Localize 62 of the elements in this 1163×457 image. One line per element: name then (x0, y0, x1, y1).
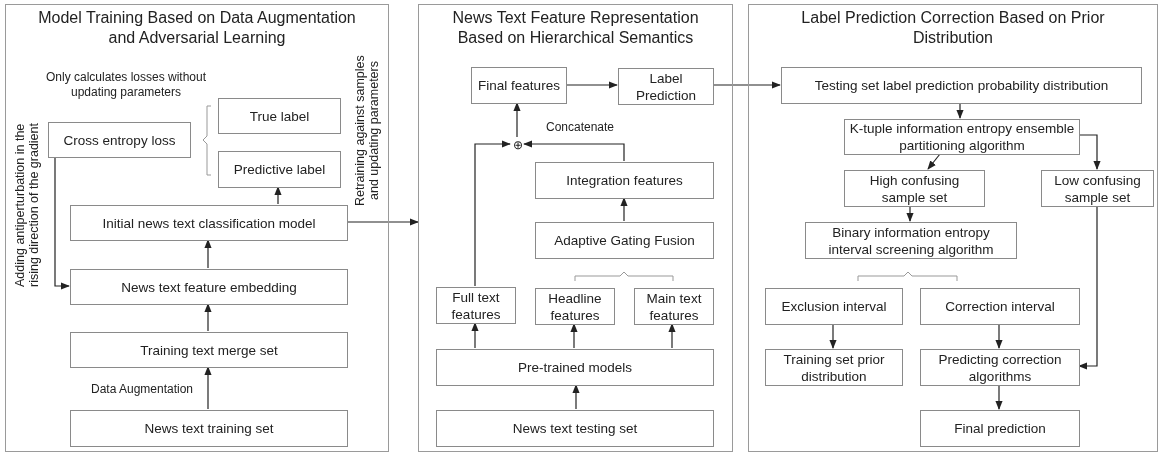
arrow (513, 102, 521, 138)
process-box: Training text merge set (70, 332, 348, 368)
arrow (572, 384, 580, 410)
panel-title: Model Training Based on Data Augmentation and Adversarial Learning (37, 8, 357, 48)
process-box: Low confusing sample set (1041, 170, 1154, 207)
panel (5, 4, 389, 452)
arrow (668, 323, 676, 349)
process-box: Headline features (535, 288, 615, 325)
process-box: Final features (471, 67, 567, 104)
process-box: Label Prediction (618, 68, 714, 105)
process-box: Training set prior distribution (765, 349, 903, 386)
arrow (474, 140, 511, 287)
arrow (956, 102, 964, 119)
arrow (204, 303, 212, 332)
arrow (829, 323, 837, 349)
edge-label: Data Augmentation (88, 382, 196, 396)
process-box: True label (218, 98, 341, 134)
process-box: News text feature embedding (70, 269, 348, 305)
process-box: Main text features (634, 288, 714, 325)
process-box: High confusing sample set (844, 170, 985, 207)
arrow (204, 366, 212, 410)
process-box: Predicting correction algorithms (920, 349, 1080, 386)
arrow (570, 323, 578, 349)
concatenate-symbol: ⊕ (511, 138, 525, 152)
arrow (1078, 205, 1098, 370)
annotation: Only calculates losses without updating parameters (44, 70, 208, 100)
annotation: Retraining against samples and updating parameters (352, 54, 382, 209)
annotation: Adding antiperturbation in the rising direction of the gradient (12, 122, 42, 289)
arrow (906, 205, 914, 222)
process-box: Pre-trained models (436, 349, 714, 386)
arrow (927, 153, 941, 170)
arrow (995, 323, 1003, 349)
annotation: Concatenate (544, 120, 616, 135)
process-box: News text training set (70, 410, 348, 447)
process-box: News text testing set (436, 410, 714, 447)
arrow (995, 384, 1003, 410)
process-box: Binary information entropy interval screening algorithm (805, 222, 1017, 259)
arrow (523, 140, 625, 162)
process-box: Correction interval (920, 288, 1080, 325)
arrow (54, 156, 70, 290)
arrow (204, 239, 212, 269)
process-box: Cross entropy loss (48, 122, 191, 158)
panel (418, 4, 733, 452)
process-box: Initial news text classification model (70, 205, 348, 241)
arrow (565, 81, 618, 89)
process-box: Adaptive Gating Fusion (535, 222, 714, 259)
arrow (274, 186, 282, 205)
process-box: Integration features (535, 162, 714, 199)
process-box: Full text features (436, 287, 516, 324)
arrow (471, 322, 479, 349)
panel (748, 4, 1158, 452)
arrow (346, 218, 419, 226)
process-box: Predictive label (218, 151, 341, 188)
panel-title: Label Prediction Correction Based on Prior Distribution (800, 8, 1106, 48)
arrow (1078, 134, 1101, 170)
arrow (620, 197, 628, 222)
arrow (712, 81, 781, 89)
process-box: Testing set label prediction probability distribution (781, 67, 1142, 104)
process-box: Exclusion interval (765, 288, 903, 325)
process-box: K-tuple information entropy ensemble partitioning algorithm (844, 119, 1080, 155)
panel-title: News Text Feature Representation Based on Hierarchical Semantics (451, 8, 700, 48)
process-box: Final prediction (920, 410, 1080, 447)
